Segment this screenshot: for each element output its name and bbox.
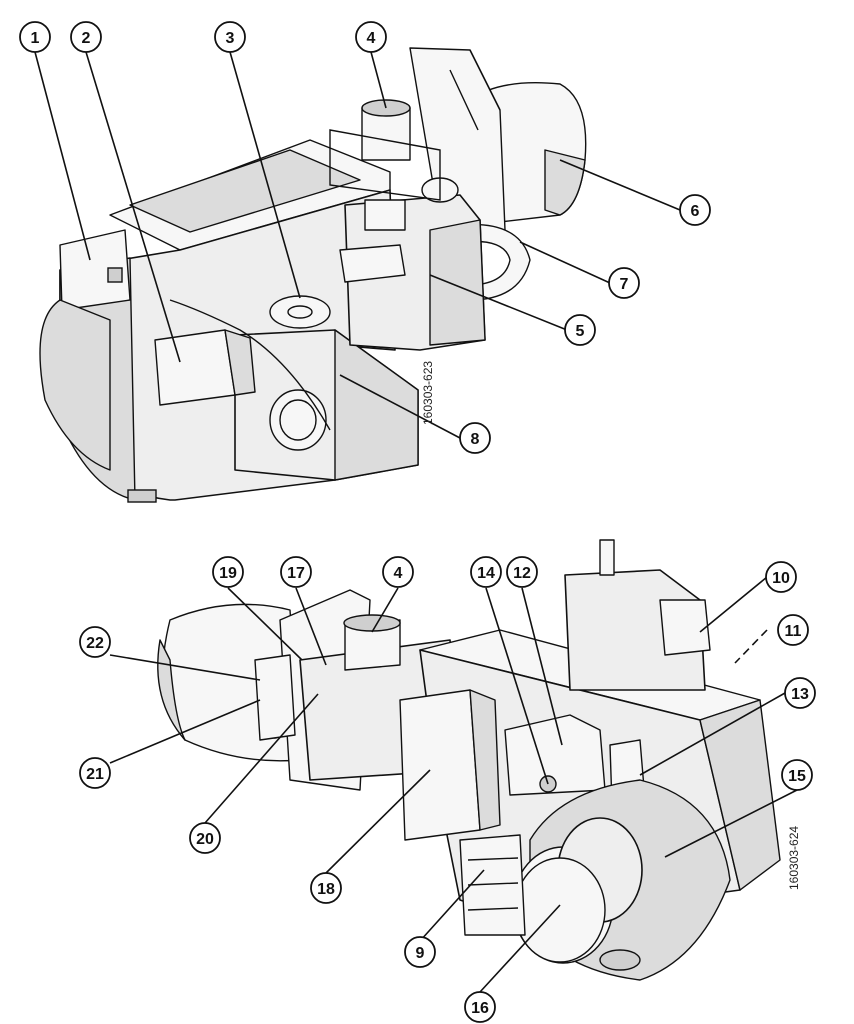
callout-label: 19	[219, 565, 237, 582]
callout-label: 2	[82, 30, 91, 47]
callout-4-bottom: 4	[382, 556, 414, 588]
callout-label: 16	[471, 1000, 489, 1017]
callout-label: 7	[620, 276, 629, 293]
callout-label: 11	[785, 623, 802, 640]
callout-label: 6	[691, 203, 700, 220]
callout-label: 9	[416, 945, 425, 962]
callout-5: 5	[564, 314, 596, 346]
callout-17: 17	[280, 556, 312, 588]
callout-15: 15	[781, 759, 813, 791]
callout-22: 22	[79, 626, 111, 658]
burner-bottom-view-illustration	[157, 539, 781, 981]
callout-7: 7	[608, 267, 640, 299]
drawing-code-top: 160303-623	[421, 361, 435, 425]
callout-12: 12	[506, 556, 538, 588]
callout-2: 2	[70, 21, 102, 53]
callout-label: 18	[317, 881, 335, 898]
callout-6: 6	[679, 194, 711, 226]
callout-label: 17	[287, 565, 305, 582]
drawing-code-bottom: 160303-624	[787, 826, 801, 890]
callout-13: 13	[784, 677, 816, 709]
callout-label: 22	[86, 635, 104, 652]
callout-label: 12	[513, 565, 531, 582]
callout-label: 13	[791, 686, 809, 703]
callout-3: 3	[214, 21, 246, 53]
callout-14: 14	[470, 556, 502, 588]
leader-lines	[34, 51, 798, 993]
callout-label: 5	[576, 323, 585, 340]
callout-11: 11	[777, 614, 809, 646]
callout-label: 21	[86, 766, 104, 783]
callout-label: 4	[367, 30, 376, 47]
callout-16: 16	[464, 991, 496, 1023]
callout-label: 20	[196, 831, 214, 848]
callout-21: 21	[79, 757, 111, 789]
callout-4-top: 4	[355, 21, 387, 53]
burner-top-view-illustration	[39, 47, 587, 503]
callout-label: 3	[226, 30, 235, 47]
callout-label: 1	[31, 30, 40, 47]
callout-9: 9	[404, 936, 436, 968]
callout-label: 4	[394, 565, 403, 582]
callout-label: 10	[772, 570, 790, 587]
callout-20: 20	[189, 822, 221, 854]
callout-label: 14	[477, 565, 495, 582]
callout-1: 1	[19, 21, 51, 53]
callout-8: 8	[459, 422, 491, 454]
callout-18: 18	[310, 872, 342, 904]
callout-label: 8	[471, 431, 480, 448]
callout-10: 10	[765, 561, 797, 593]
callout-19: 19	[212, 556, 244, 588]
callout-label: 15	[788, 768, 806, 785]
